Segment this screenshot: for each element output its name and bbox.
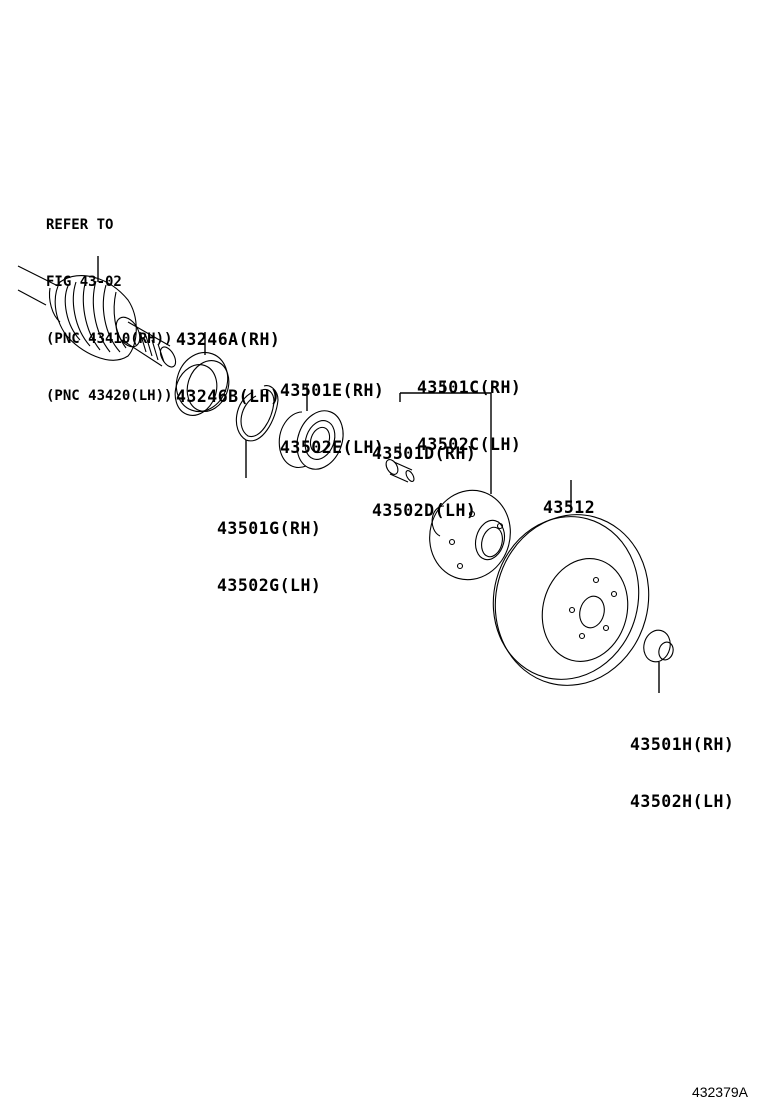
seal-ring-drawing	[174, 332, 230, 416]
callout-snap-ring: 43501G(RH) 43502G(LH)	[217, 481, 321, 614]
part-number-lh: 43502H(LH)	[630, 792, 735, 811]
figure-id: 432379A	[691, 1084, 748, 1100]
callout-line: (PNC 43420(LH))	[46, 388, 173, 404]
part-number-rh: 43501H(RH)	[630, 735, 735, 754]
callout-hub-bearing: 43501E(RH) 43502E(LH)	[280, 343, 384, 476]
part-number-lh: 43502E(LH)	[280, 438, 385, 457]
part-number: 43512	[543, 498, 596, 517]
snap-ring-drawing	[235, 385, 279, 478]
part-number-rh: 43501D(RH)	[372, 444, 477, 463]
part-number-lh: 43246B(LH)	[176, 387, 281, 406]
callout-disc-rotor: 43512	[543, 460, 595, 536]
hub-leader-bracket	[399, 381, 492, 494]
part-number-rh: 43501C(RH)	[417, 378, 522, 397]
hub-sub-assembly-drawing	[429, 489, 511, 581]
drive-shaft-boot-drawing	[17, 256, 177, 368]
callout-line: (PNC 43410(RH))	[46, 331, 173, 347]
part-number-rh: 43246A(RH)	[176, 330, 281, 349]
disc-rotor-drawing	[492, 480, 650, 686]
part-number-lh: 43502C(LH)	[417, 435, 522, 454]
part-number-lh: 43502D(LH)	[372, 501, 477, 520]
callout-line: REFER TO	[46, 217, 114, 233]
hub-bearing-drawing	[278, 384, 344, 470]
callout-line: FIG 43-02	[46, 274, 122, 290]
callout-seal-ring: 43246A(RH) 43246B(LH)	[176, 292, 280, 425]
hub-nut-drawing	[643, 629, 674, 693]
callout-hub-bolt: 43501D(RH) 43502D(LH)	[372, 406, 476, 539]
part-number-rh: 43501G(RH)	[217, 519, 322, 538]
callout-hub-nut: 43501H(RH) 43502H(LH)	[630, 697, 734, 830]
callout-drive-shaft: REFER TO FIG 43-02 (PNC 43410(RH)) (PNC …	[46, 178, 172, 425]
callout-hub-sub-assembly: 43501C(RH) 43502C(LH)	[417, 340, 521, 473]
part-number-rh: 43501E(RH)	[280, 381, 385, 400]
hub-bolt-drawing	[385, 443, 415, 483]
part-number-lh: 43502G(LH)	[217, 576, 322, 595]
